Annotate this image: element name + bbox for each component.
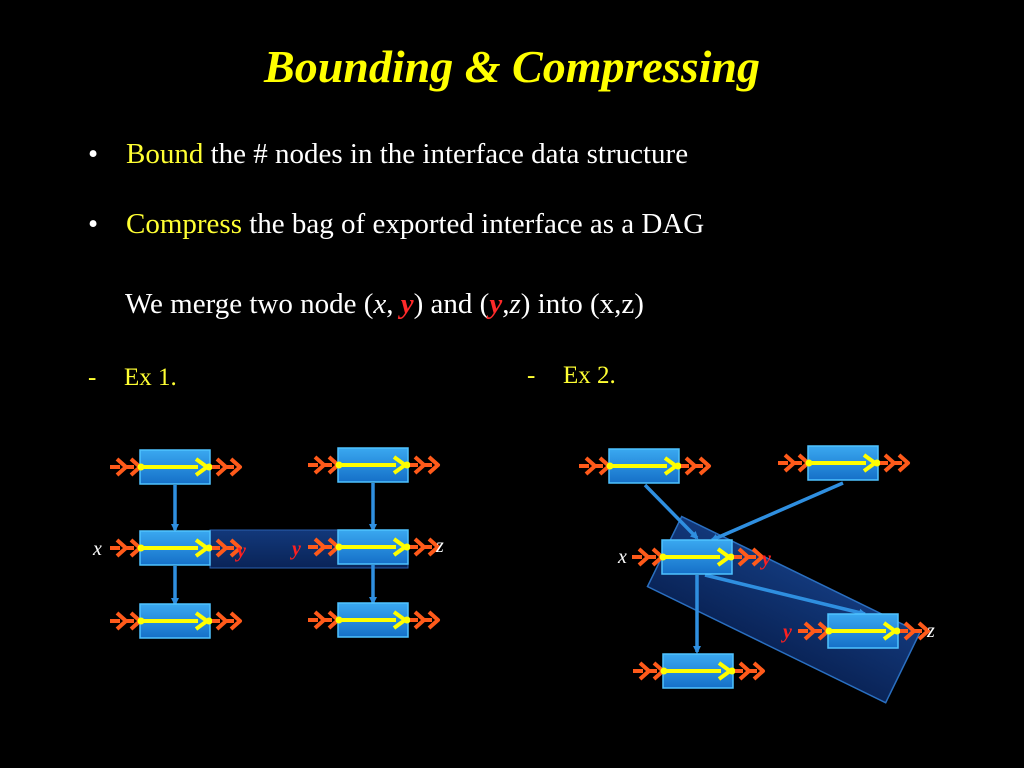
label-x-ex1: x	[92, 538, 102, 560]
bullet-text: the # nodes in the interface data struct…	[203, 138, 689, 170]
bullet-compress: • Compress the bag of exported interface …	[88, 208, 704, 241]
node-ex1-bottom-right	[308, 602, 440, 638]
node-port-out	[873, 459, 881, 467]
example-1-heading: -Ex 1.	[88, 364, 177, 392]
bullet-marker: •	[88, 138, 99, 170]
bullet-marker: •	[88, 208, 99, 240]
node-port-out	[727, 553, 735, 561]
merge-text: ,	[386, 288, 401, 320]
port-arrow-head	[229, 538, 242, 558]
dag-edge	[643, 483, 699, 540]
node-port-in	[659, 553, 667, 561]
dag-edge	[710, 481, 844, 542]
node-port-out	[403, 461, 411, 469]
merge-y: y	[489, 288, 503, 320]
node-port-out	[674, 462, 682, 470]
node-ex2-z	[798, 613, 930, 649]
node-port-in	[825, 627, 833, 635]
node-ex2-bottom	[633, 653, 765, 689]
example-label: Ex 1.	[124, 364, 177, 391]
port-arrow-head	[229, 457, 242, 477]
node-port-in	[335, 461, 343, 469]
slide-title: Bounding & Compressing	[264, 41, 760, 92]
merge-text: We merge two node (	[125, 288, 374, 320]
port-arrow-head	[917, 621, 930, 641]
port-arrow-head	[427, 610, 440, 630]
label-y-right-ex1: y	[290, 538, 301, 560]
node-port-out	[893, 627, 901, 635]
node-port-in	[335, 616, 343, 624]
example-2-heading: -Ex 2.	[527, 362, 616, 390]
bullet-bound: • Bound the # nodes in the interface data…	[88, 138, 688, 171]
merge-text: ) and (	[413, 288, 490, 320]
merge-z: z	[509, 288, 521, 320]
port-arrow-head	[752, 661, 765, 681]
node-ex2-x	[632, 539, 764, 575]
merge-description: We merge two node (x, y) and (y,z) into …	[125, 288, 644, 321]
bullet-text: the bag of exported interface as a DAG	[242, 208, 705, 240]
node-port-in	[606, 462, 614, 470]
port-arrow-head	[751, 547, 764, 567]
node-port-in	[805, 459, 813, 467]
node-port-out	[728, 667, 736, 675]
node-port-in	[137, 463, 145, 471]
merge-y: y	[400, 288, 414, 320]
label-z-ex2: z	[926, 620, 935, 642]
dag-edge	[704, 573, 867, 617]
node-port-in	[137, 544, 145, 552]
node-port-out	[205, 544, 213, 552]
merge-text: ) into (x,z)	[520, 288, 644, 320]
node-port-in	[335, 543, 343, 551]
label-y-top-ex2: y	[760, 548, 771, 570]
port-arrow-head	[427, 537, 440, 557]
node-port-out	[403, 543, 411, 551]
bullet-highlight: Compress	[126, 208, 242, 240]
node-ex2-top-left	[579, 448, 711, 484]
node-port-in	[660, 667, 668, 675]
port-arrow-head	[229, 611, 242, 631]
node-ex1-top-left	[110, 449, 242, 485]
node-port-out	[403, 616, 411, 624]
example-dash: -	[88, 364, 97, 391]
node-port-out	[205, 463, 213, 471]
node-port-in	[137, 617, 145, 625]
node-ex1-z	[308, 529, 440, 565]
bullet-highlight: Bound	[126, 138, 204, 170]
node-port-out	[205, 617, 213, 625]
label-x-ex2: x	[617, 546, 627, 568]
label-z-ex1: z	[435, 535, 444, 557]
example-label: Ex 2.	[563, 362, 616, 389]
port-arrow-head	[897, 453, 910, 473]
node-ex1-top-right	[308, 447, 440, 483]
merge-x: x	[373, 288, 387, 320]
port-arrow-head	[427, 455, 440, 475]
label-y-left-ex1: y	[235, 540, 246, 562]
node-ex2-top-right	[778, 445, 910, 481]
example-dash: -	[527, 362, 536, 389]
port-arrow-head	[698, 456, 711, 476]
node-ex1-bottom-left	[110, 603, 242, 639]
merge-text: ,	[502, 288, 510, 320]
label-y-left-ex2: y	[781, 621, 792, 643]
node-ex1-x	[110, 530, 242, 566]
